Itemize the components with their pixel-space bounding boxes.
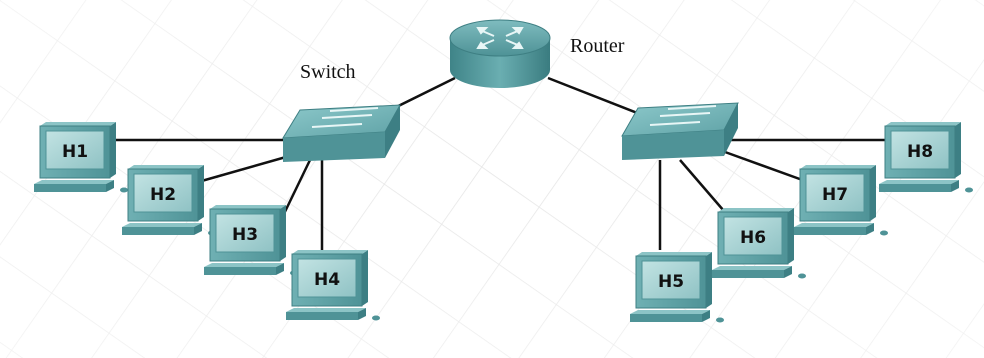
keyboard-top (879, 180, 959, 184)
link-switch-h2 (197, 153, 294, 184)
monitor-top (210, 205, 286, 209)
monitor-top (885, 122, 961, 126)
monitor-screen (297, 258, 357, 298)
monitor-top (40, 122, 116, 126)
keyboard-side (951, 180, 959, 192)
keyboard-top (286, 308, 366, 312)
host-1: H1 (34, 122, 128, 193)
host-label: H1 (62, 142, 88, 162)
keyboard-top (34, 180, 114, 184)
mouse-icon (965, 187, 973, 193)
host-6: H6 (712, 208, 806, 279)
keyboard-top (204, 263, 284, 267)
keyboard-side (276, 263, 284, 275)
link-switch-h6 (679, 159, 731, 219)
monitor-side (870, 165, 876, 221)
keyboard-icon (122, 227, 194, 235)
mouse-icon (880, 230, 888, 236)
monitor-screen (641, 260, 701, 300)
keyboard-icon (712, 270, 784, 278)
router-label: Router (570, 35, 625, 57)
host-2: H2 (122, 165, 216, 236)
router-arrows-icon (476, 27, 524, 49)
keyboard-icon (204, 267, 276, 275)
monitor-top (128, 165, 204, 169)
link-switch-h7 (724, 150, 809, 184)
monitor-screen (723, 216, 783, 256)
keyboard-icon (879, 184, 951, 192)
mouse-icon (372, 315, 380, 321)
switch-right (621, 102, 739, 160)
switch-left: Switch (282, 61, 401, 162)
monitor-screen (133, 173, 193, 213)
host-label: H6 (740, 228, 766, 248)
monitor-top (800, 165, 876, 169)
monitor-side (706, 252, 712, 308)
host-4: H4 (286, 250, 380, 321)
host-8: H8 (879, 122, 973, 193)
switch-arrows-icon (649, 105, 717, 126)
host-label: H4 (314, 270, 340, 290)
monitor-side (955, 122, 961, 178)
host-5: H5 (630, 252, 724, 323)
host-label: H5 (658, 272, 684, 292)
monitor-top (636, 252, 712, 256)
keyboard-side (784, 266, 792, 278)
keyboard-icon (286, 312, 358, 320)
keyboard-side (866, 223, 874, 235)
host-label: H3 (232, 225, 258, 245)
mouse-icon (716, 317, 724, 323)
monitor-side (198, 165, 204, 221)
keyboard-top (712, 266, 792, 270)
host-3: H3 (204, 205, 298, 276)
keyboard-icon (794, 227, 866, 235)
keyboard-icon (630, 314, 702, 322)
mouse-icon (120, 187, 128, 193)
monitor-screen (890, 130, 950, 170)
switch-arrows-icon (311, 107, 379, 128)
keyboard-side (194, 223, 202, 235)
host-label: H2 (150, 185, 176, 205)
monitor-top (718, 208, 794, 212)
keyboard-icon (34, 184, 106, 192)
monitor-screen (215, 213, 275, 253)
host-label: H8 (907, 142, 933, 162)
keyboard-top (630, 310, 710, 314)
monitor-side (280, 205, 286, 261)
keyboard-side (702, 310, 710, 322)
host-label: H7 (822, 185, 848, 205)
mouse-icon (798, 273, 806, 279)
keyboard-top (122, 223, 202, 227)
keyboard-side (106, 180, 114, 192)
monitor-screen (805, 173, 865, 213)
monitor-side (362, 250, 368, 306)
switch-label: Switch (300, 61, 356, 83)
monitor-side (788, 208, 794, 264)
router: Router (449, 19, 625, 88)
monitor-side (110, 122, 116, 178)
host-7: H7 (794, 165, 888, 236)
keyboard-side (358, 308, 366, 320)
monitor-screen (45, 130, 105, 170)
link-router-switch-right (547, 76, 651, 120)
monitor-top (292, 250, 368, 254)
keyboard-top (794, 223, 874, 227)
